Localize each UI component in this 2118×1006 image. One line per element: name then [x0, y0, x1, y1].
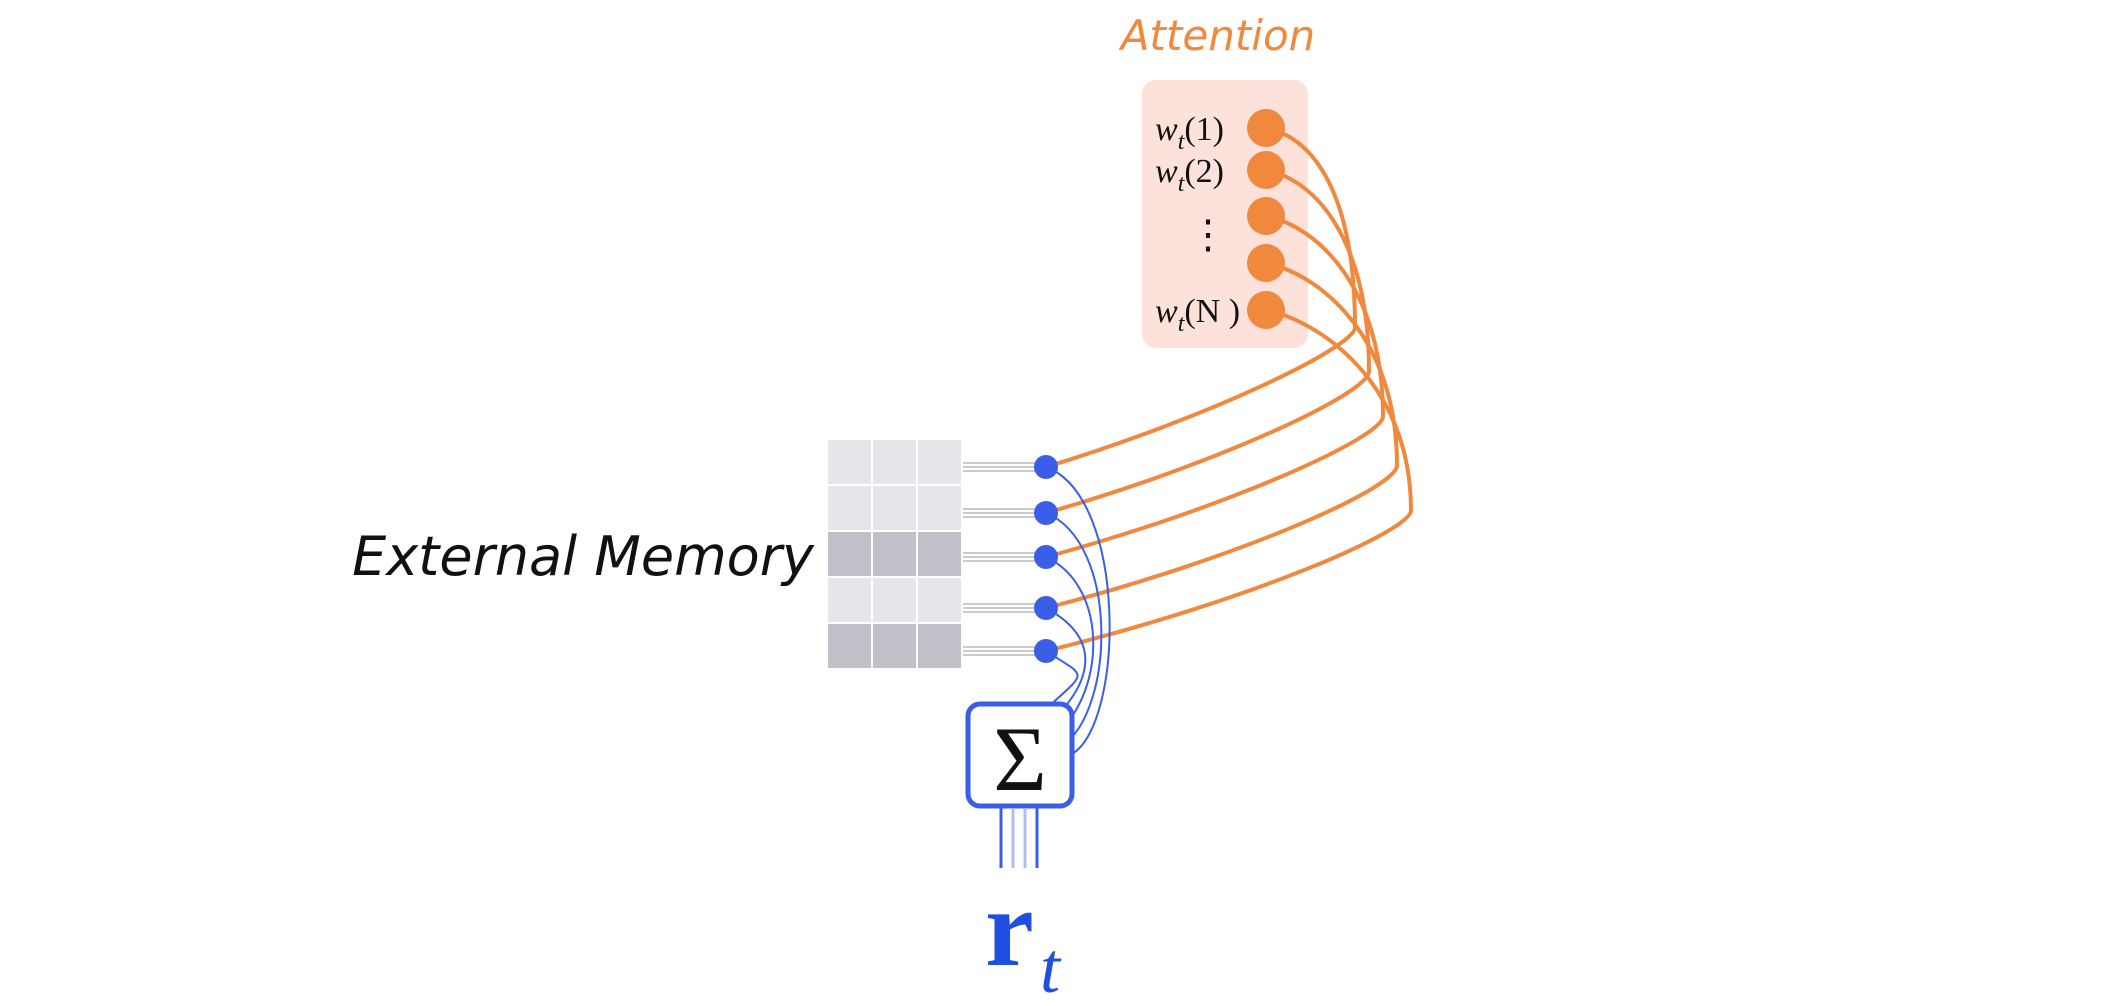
attention-nodes	[1247, 109, 1285, 329]
external-memory-grid	[828, 440, 961, 668]
weight-index: (N )	[1184, 293, 1240, 330]
memory-cell	[918, 624, 961, 668]
output-subscript: t	[1040, 928, 1062, 1006]
weight-symbol: w	[1155, 293, 1178, 330]
attention-weight-label-3: ⋮	[1188, 212, 1228, 257]
external-memory-label: External Memory	[352, 525, 815, 588]
memory-cell	[828, 624, 871, 668]
read-node-2	[1034, 501, 1058, 525]
attention-connections	[1045, 126, 1414, 653]
memory-cell	[873, 486, 916, 530]
memory-cell	[918, 440, 961, 484]
attention-connection-4	[1045, 261, 1400, 610]
memory-cell	[873, 578, 916, 622]
attention-weight-labels: wt(1)wt(2)⋮wt(N )	[1155, 111, 1240, 337]
read-connection-2	[1045, 512, 1103, 747]
memory-cell	[828, 486, 871, 530]
memory-read-lines	[963, 462, 1046, 656]
memory-cell	[828, 578, 871, 622]
read-connection-1	[1045, 466, 1111, 755]
weight-index: (1)	[1184, 111, 1224, 148]
read-node-3	[1034, 545, 1058, 569]
attention-title: Attention	[1118, 11, 1316, 60]
output-main: r	[985, 867, 1034, 989]
weight-symbol: w	[1155, 111, 1178, 148]
output-vector-label: r t	[985, 867, 1062, 1006]
weight-subscript: t	[1178, 129, 1186, 155]
attention-connection-5	[1045, 308, 1414, 653]
attention-node-5	[1247, 291, 1285, 329]
attention-connection-1	[1045, 126, 1358, 469]
memory-cell	[828, 440, 871, 484]
attention-weight-label-5: wt(N )	[1155, 293, 1240, 337]
output-lines	[999, 808, 1039, 868]
weight-subscript: t	[1178, 171, 1186, 197]
memory-cell	[918, 578, 961, 622]
weight-symbol: w	[1155, 153, 1178, 190]
attention-connection-2	[1045, 168, 1372, 515]
memory-cell	[873, 532, 916, 576]
attention-node-4	[1247, 244, 1285, 282]
memory-cell	[918, 532, 961, 576]
sum-box	[965, 701, 1075, 809]
read-node-1	[1034, 455, 1058, 479]
attention-node-2	[1247, 151, 1285, 189]
read-nodes	[1034, 455, 1058, 663]
weight-index: (2)	[1184, 153, 1224, 190]
memory-cell	[828, 532, 871, 576]
read-node-5	[1034, 639, 1058, 663]
attention-weight-label-1: wt(1)	[1155, 111, 1224, 155]
memory-cell	[873, 440, 916, 484]
attention-connection-3	[1045, 214, 1386, 559]
memory-cell	[873, 624, 916, 668]
attention-node-3	[1247, 197, 1285, 235]
read-node-4	[1034, 596, 1058, 620]
weight-subscript: t	[1178, 311, 1186, 337]
memory-cell	[918, 486, 961, 530]
sum-symbol: Σ	[993, 708, 1047, 810]
attention-weight-label-2: wt(2)	[1155, 153, 1224, 197]
attention-node-1	[1247, 109, 1285, 147]
